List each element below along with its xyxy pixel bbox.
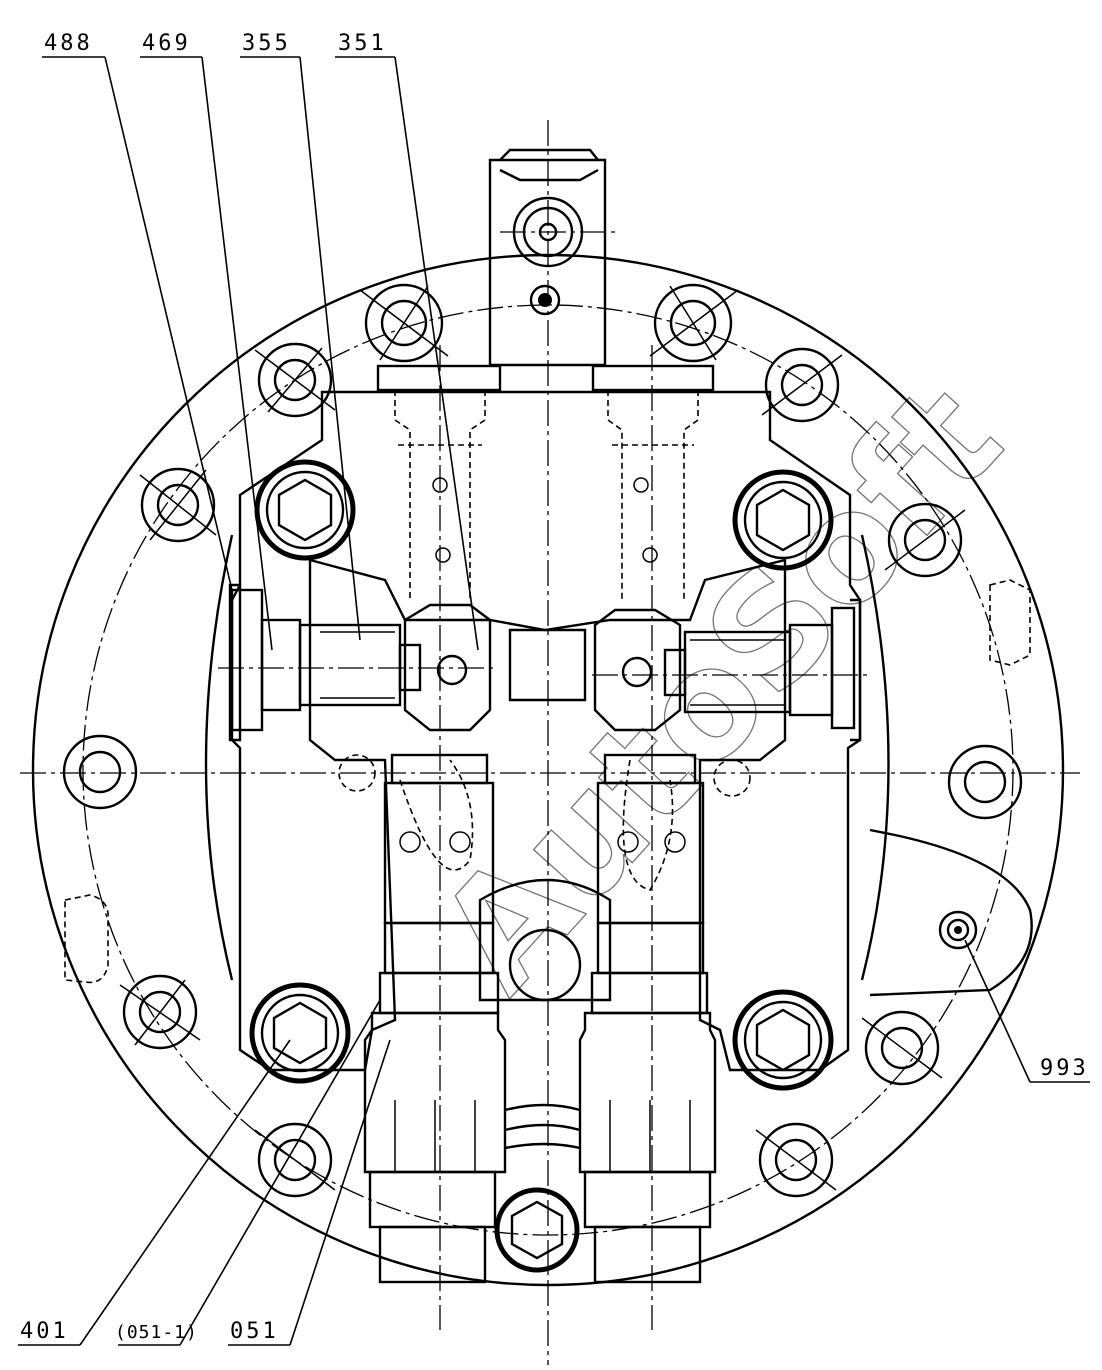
hex-plug-bottom-right [732, 989, 834, 1091]
bolt-hole-right-mid [947, 744, 1023, 820]
hidden-slot-right [989, 579, 1031, 666]
relief-valve-left [230, 588, 492, 732]
hex-plug-bottom-left [249, 982, 351, 1084]
leaders [18, 56, 1090, 1346]
hex-plug-top-right [732, 469, 834, 571]
bottom-hex-port [494, 1187, 580, 1273]
lower-valve-right [578, 753, 717, 1284]
center-lines [20, 120, 1080, 1365]
bolt-hole-left-mid [62, 734, 138, 810]
bolt-hole-bottom-left [254, 1122, 336, 1198]
lower-valve-left [363, 753, 507, 1284]
bolt-hole-right-lower [861, 1010, 943, 1086]
bolt-hole-left-upper [139, 467, 217, 543]
bolt-hole-top-left-2 [254, 342, 336, 418]
small-port-right [713, 759, 751, 797]
label-488: 488 [44, 31, 93, 56]
bolt-hole-top-right-1 [649, 283, 739, 363]
label-351: 351 [338, 31, 387, 56]
hidden-slot-left [64, 894, 109, 984]
label-993: 993 [1040, 1056, 1089, 1081]
bolt-hole-left-lower [119, 974, 201, 1050]
relief-valve-right [593, 606, 856, 732]
side-ear [869, 828, 1033, 997]
valve-block [228, 390, 862, 1072]
hidden-spool-left [399, 759, 474, 871]
label-401: 401 [20, 1319, 69, 1344]
bolt-hole-right-upper [884, 502, 966, 578]
label-469: 469 [142, 31, 191, 56]
center-port [508, 928, 582, 1002]
label-051-1: (051-1) [115, 1322, 198, 1343]
bolt-hole-top-right-2 [761, 347, 843, 423]
label-355: 355 [242, 31, 291, 56]
hidden-spool-right [622, 759, 674, 891]
upper-fitting-right [591, 364, 715, 600]
bottom-arc [504, 1103, 581, 1112]
label-051: 051 [230, 1319, 279, 1344]
bolt-hole-bottom-right [755, 1122, 837, 1198]
upper-fitting-left [376, 364, 502, 600]
hex-plug-top-left [254, 459, 356, 561]
bolt-hole-top-left-1 [359, 283, 449, 363]
